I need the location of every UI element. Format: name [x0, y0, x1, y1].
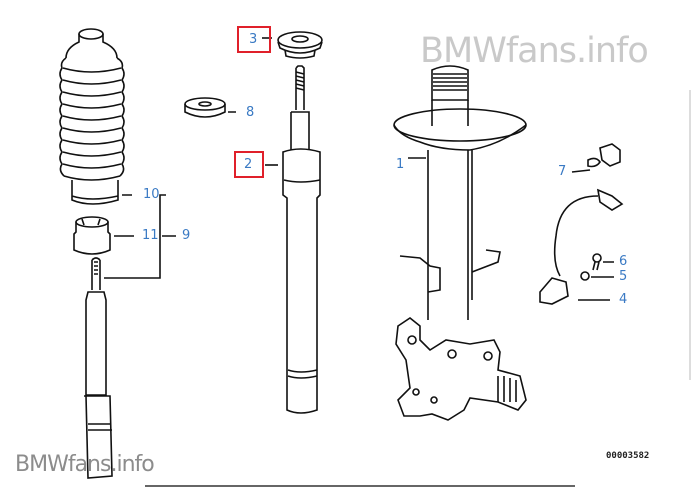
diagram-number: 00003582 [606, 451, 650, 461]
callout-10[interactable]: 10 [143, 187, 160, 202]
highlight-box-part-3 [237, 26, 271, 53]
callout-11[interactable]: 11 [142, 228, 159, 243]
callout-7[interactable]: 7 [558, 164, 567, 179]
shock-absorber-part [265, 65, 321, 414]
washer-part [184, 97, 236, 118]
callout-8[interactable]: 8 [246, 105, 255, 120]
dust-boot-part [59, 28, 125, 205]
callout-5[interactable]: 5 [619, 269, 628, 284]
callout-9[interactable]: 9 [182, 228, 191, 243]
callout-2[interactable]: 2 [244, 157, 253, 172]
top-mount-part [262, 31, 323, 59]
callout-4[interactable]: 4 [619, 292, 628, 307]
steering-knuckle-part [395, 317, 527, 421]
left-rod-part [84, 257, 113, 479]
clip-part [571, 143, 621, 173]
strut-housing-part [393, 65, 527, 320]
highlight-box-part-2 [234, 151, 264, 178]
screw-and-nut-parts [580, 253, 614, 281]
watermark-top: BMWfans.info [420, 31, 649, 71]
bump-stop-part [73, 216, 111, 255]
watermark-bottom: BMWfans.info [15, 452, 155, 477]
wear-sensor-part [539, 188, 624, 305]
callout-6[interactable]: 6 [619, 254, 628, 269]
callout-3[interactable]: 3 [249, 32, 258, 47]
callout-1[interactable]: 1 [396, 157, 405, 172]
group-bracket-9 [104, 194, 176, 279]
